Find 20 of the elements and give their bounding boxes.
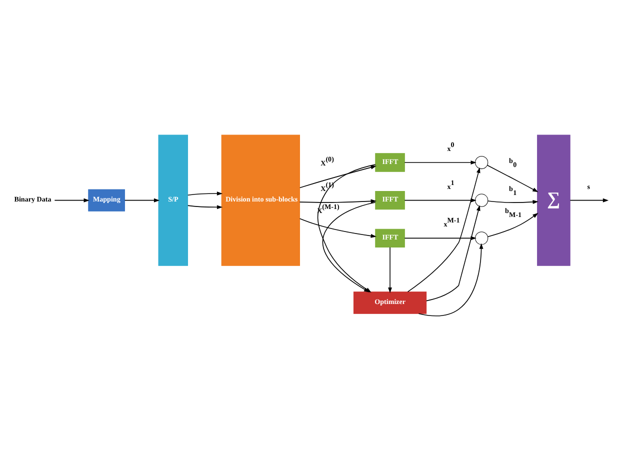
arrow bbox=[488, 200, 538, 204]
node-circle bbox=[475, 155, 488, 169]
arrow bbox=[486, 164, 538, 192]
node-circle bbox=[475, 231, 488, 244]
arrow bbox=[404, 160, 476, 164]
arrow bbox=[188, 204, 223, 209]
arrow bbox=[299, 198, 376, 203]
arrow bbox=[487, 212, 538, 237]
arrow bbox=[188, 191, 223, 196]
arrow bbox=[54, 198, 90, 202]
arrow bbox=[299, 164, 376, 188]
arrow bbox=[418, 242, 484, 316]
arrow bbox=[426, 204, 480, 301]
arrow bbox=[299, 218, 376, 238]
node-box: ∑ bbox=[537, 134, 570, 266]
node-circle bbox=[475, 193, 488, 206]
arrow bbox=[388, 246, 392, 293]
arrow bbox=[407, 166, 480, 292]
arrow bbox=[570, 198, 609, 202]
arrow bbox=[124, 198, 160, 202]
